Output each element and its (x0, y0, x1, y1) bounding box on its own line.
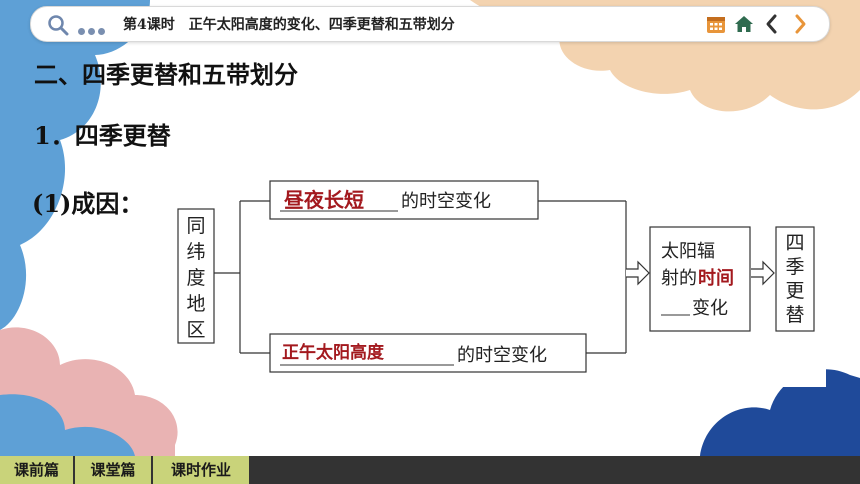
left-box-char: 同 (186, 215, 205, 237)
left-box (177, 208, 215, 344)
middle-line1: 太阳辐 (661, 241, 715, 262)
tab-homework[interactable]: 课时作业 (153, 456, 249, 484)
left-box-char: 区 (186, 319, 205, 341)
middle-box (649, 226, 751, 332)
left-box-char: 地 (186, 293, 205, 315)
navy-cloud (700, 369, 860, 456)
middle-answer: 时间 (698, 268, 734, 289)
chevron-left-icon[interactable] (761, 13, 783, 35)
middle-line3: 变化 (692, 298, 728, 319)
sub-heading: 1．四季更替 (34, 121, 171, 150)
blue-cloud-left (0, 0, 150, 330)
left-box-char: 度 (186, 267, 205, 289)
middle-line2-prefix: 射的 (661, 268, 697, 289)
right-box (775, 226, 815, 332)
bottom-bar: 课前篇 课堂篇 课时作业 (0, 456, 860, 484)
right-box-char: 替 (785, 304, 804, 326)
calendar-icon[interactable] (705, 13, 727, 35)
bottom-suffix: 的时空变化 (457, 345, 547, 366)
bottom-answer: 正午太阳高度 (282, 342, 385, 363)
home-icon[interactable] (733, 13, 755, 35)
tab-pre-class[interactable]: 课前篇 (0, 456, 73, 484)
top-box (269, 180, 539, 220)
seasons-diagram: 同 纬 度 地 区 昼夜长短 的时空变化 正午太阳高度 的时空变化 太阳辐 射的… (164, 167, 826, 387)
lesson-title: 第4课时 正午太阳高度的变化、四季更替和五带划分 (123, 17, 455, 33)
top-suffix: 的时空变化 (401, 191, 491, 212)
left-box-char: 纬 (186, 241, 205, 263)
arrow-to-middle (626, 260, 650, 286)
right-box-char: 季 (785, 256, 804, 278)
more-dots-icon[interactable] (78, 20, 108, 39)
top-answer: 昼夜长短 (284, 188, 364, 212)
right-box-char: 四 (785, 232, 804, 254)
blue-cloud-bottom (0, 394, 135, 456)
right-box-char: 更 (785, 280, 804, 302)
top-bar: 第4课时 正午太阳高度的变化、四季更替和五带划分 (30, 6, 830, 42)
cause-label: (1)成因： (32, 189, 144, 218)
nav-icons (705, 13, 811, 35)
search-icon[interactable] (47, 14, 69, 36)
diagram-background (164, 167, 826, 387)
section-heading: 二、四季更替和五带划分 (34, 60, 298, 89)
chevron-right-icon[interactable] (789, 13, 811, 35)
tab-in-class[interactable]: 课堂篇 (75, 456, 151, 484)
arrow-to-right (751, 260, 775, 286)
